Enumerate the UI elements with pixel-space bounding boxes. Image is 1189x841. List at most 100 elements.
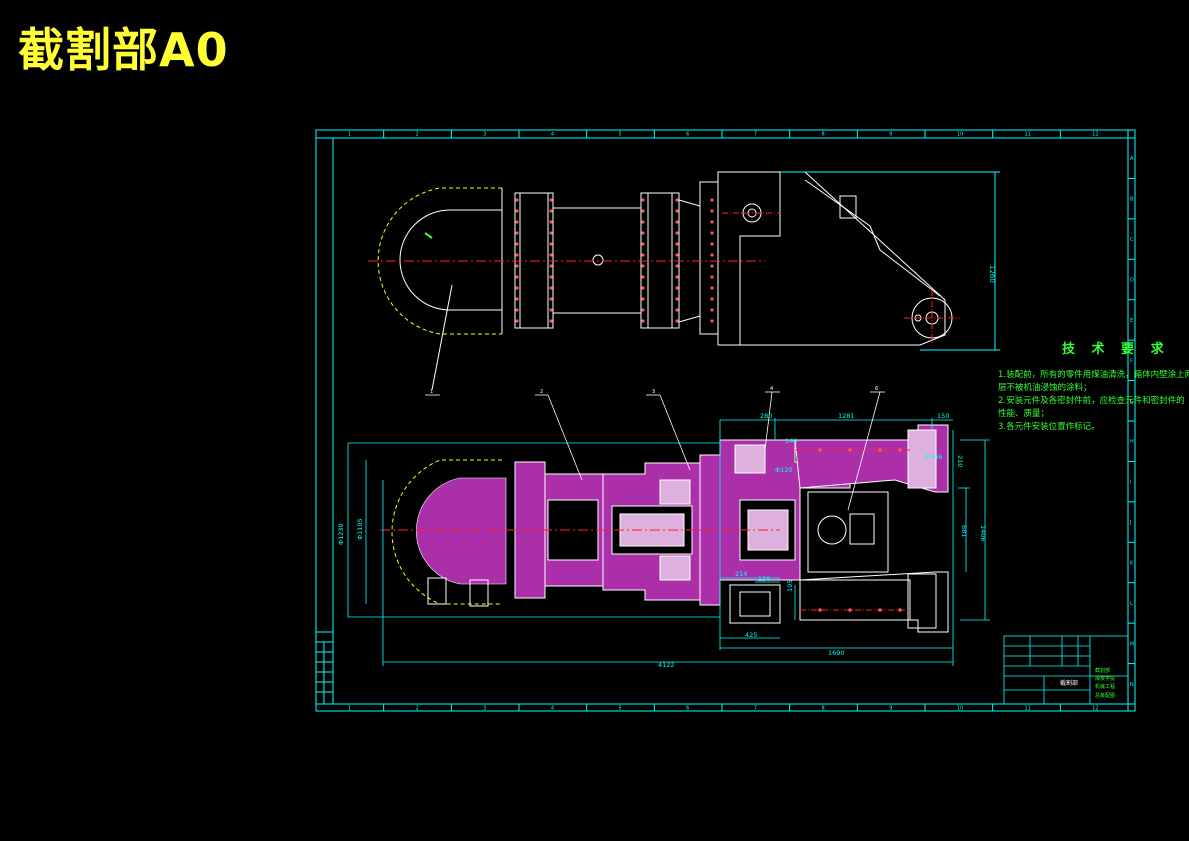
border-column-label: 3 <box>483 706 486 712</box>
dim-d1230: Φ1230 <box>337 523 345 545</box>
border-column-ticks <box>383 130 1135 711</box>
bolt-dot <box>710 297 714 301</box>
border-column-label: 7 <box>754 706 757 712</box>
bolt-dot <box>641 242 645 246</box>
hole-dot <box>848 448 852 452</box>
bolt-dot <box>515 308 519 312</box>
dim-1406: 1406 <box>979 525 987 542</box>
bolt-dot <box>549 275 553 279</box>
border-column-label: 9 <box>889 132 892 138</box>
title-block-line-1: 截割部 <box>1095 667 1110 674</box>
border-row-label: G <box>1130 399 1134 405</box>
bolt-dot <box>675 319 679 323</box>
dim-d146: Φ146 <box>925 453 943 461</box>
border-row-label: E <box>1130 318 1133 324</box>
dim-210: 210 <box>956 455 964 467</box>
sheet-frame <box>315 129 1136 712</box>
dim-144: 144 <box>785 437 797 445</box>
dim-195: 195 <box>786 580 794 592</box>
bolt-dot <box>549 220 553 224</box>
part-label-2: 2 <box>540 389 543 395</box>
dim-d1105: Φ1105 <box>356 518 364 540</box>
tech-item-2b: 性能、质量； <box>998 409 1050 419</box>
border-column-label: 8 <box>822 132 825 138</box>
border-column-label: 6 <box>686 132 689 138</box>
border-row-label: J <box>1129 520 1131 526</box>
dim-130: 130 <box>758 575 770 583</box>
bolt-dot <box>641 264 645 268</box>
dim-150: 150 <box>937 412 949 420</box>
border-column-label: 11 <box>1025 706 1031 712</box>
bolt-dot <box>515 242 519 246</box>
bolt-dot <box>515 220 519 224</box>
title-block-line-2: 煤炭学院 <box>1095 675 1115 682</box>
border-column-label: 9 <box>889 706 892 712</box>
bolt-dot <box>710 286 714 290</box>
border-column-label: 10 <box>957 706 963 712</box>
hole-dot <box>818 448 822 452</box>
dim-214: 214 <box>735 570 747 578</box>
bolt-dot <box>641 275 645 279</box>
hole-dot <box>818 608 822 612</box>
bolt-dot <box>675 209 679 213</box>
border-row-label: N <box>1130 682 1134 688</box>
part-label-4: 4 <box>770 386 773 392</box>
bolt-dot <box>710 319 714 323</box>
border-row-label: A <box>1130 156 1134 162</box>
hole-dot <box>878 608 882 612</box>
part-labels: 1 2 3 4 6 <box>430 386 878 395</box>
dim-425: 425 <box>745 631 757 639</box>
border-column-label: 7 <box>754 132 757 138</box>
border-column-label: 5 <box>619 132 622 138</box>
bolt-dot <box>710 209 714 213</box>
bolt-dot <box>549 319 553 323</box>
border-column-label: 1 <box>348 706 351 712</box>
border-row-label: H <box>1130 439 1134 445</box>
bolt-dot <box>675 308 679 312</box>
border-column-label: 12 <box>1092 706 1098 712</box>
dim-1281: 1281 <box>838 412 855 420</box>
tech-requirements-heading: 技 术 要 求 <box>1062 342 1170 357</box>
dim-d120: Φ120 <box>775 466 793 474</box>
border-row-label: C <box>1130 237 1134 243</box>
tech-item-1b: 层不被机油浸蚀的涂料； <box>998 383 1092 393</box>
bolt-dot <box>641 253 645 257</box>
bolt-dot <box>641 319 645 323</box>
dim-1690: 1690 <box>828 649 845 657</box>
dim-681: 681 <box>960 525 968 537</box>
side-stamp-table <box>315 631 334 705</box>
bolt-dot <box>549 242 553 246</box>
border-column-label: 8 <box>822 706 825 712</box>
bolt-dot <box>641 209 645 213</box>
part-label-6: 6 <box>875 386 878 392</box>
bolt-dot <box>710 231 714 235</box>
bolt-dot <box>675 198 679 202</box>
border-column-label: 3 <box>483 132 486 138</box>
part-label-3: 3 <box>652 389 655 395</box>
hole-dot <box>878 448 882 452</box>
bolt-dot <box>710 220 714 224</box>
border-row-label: M <box>1130 641 1134 647</box>
hole-dot <box>898 608 902 612</box>
title-block-name: 截割部 <box>1060 679 1078 687</box>
top-view <box>368 171 1000 391</box>
bolt-dot <box>675 220 679 224</box>
bolt-dot <box>641 198 645 202</box>
border-column-label: 2 <box>416 132 419 138</box>
border-row-label: L <box>1130 601 1133 607</box>
bolt-dot <box>710 242 714 246</box>
bolt-dot <box>549 297 553 301</box>
tech-item-3: 3.各元件安装位置作标记。 <box>998 422 1100 432</box>
bolt-dot <box>675 275 679 279</box>
bolt-dot <box>549 231 553 235</box>
title-block-line-3: 机械工程 <box>1095 683 1115 690</box>
border-column-label: 2 <box>416 706 419 712</box>
bolt-dot <box>515 319 519 323</box>
bolt-dot <box>710 275 714 279</box>
border-row-label: D <box>1130 278 1134 284</box>
title-block-text: 截割部 截割部 煤炭学院 机械工程 总装配图 <box>1060 667 1115 699</box>
border-column-label: 1 <box>348 132 351 138</box>
